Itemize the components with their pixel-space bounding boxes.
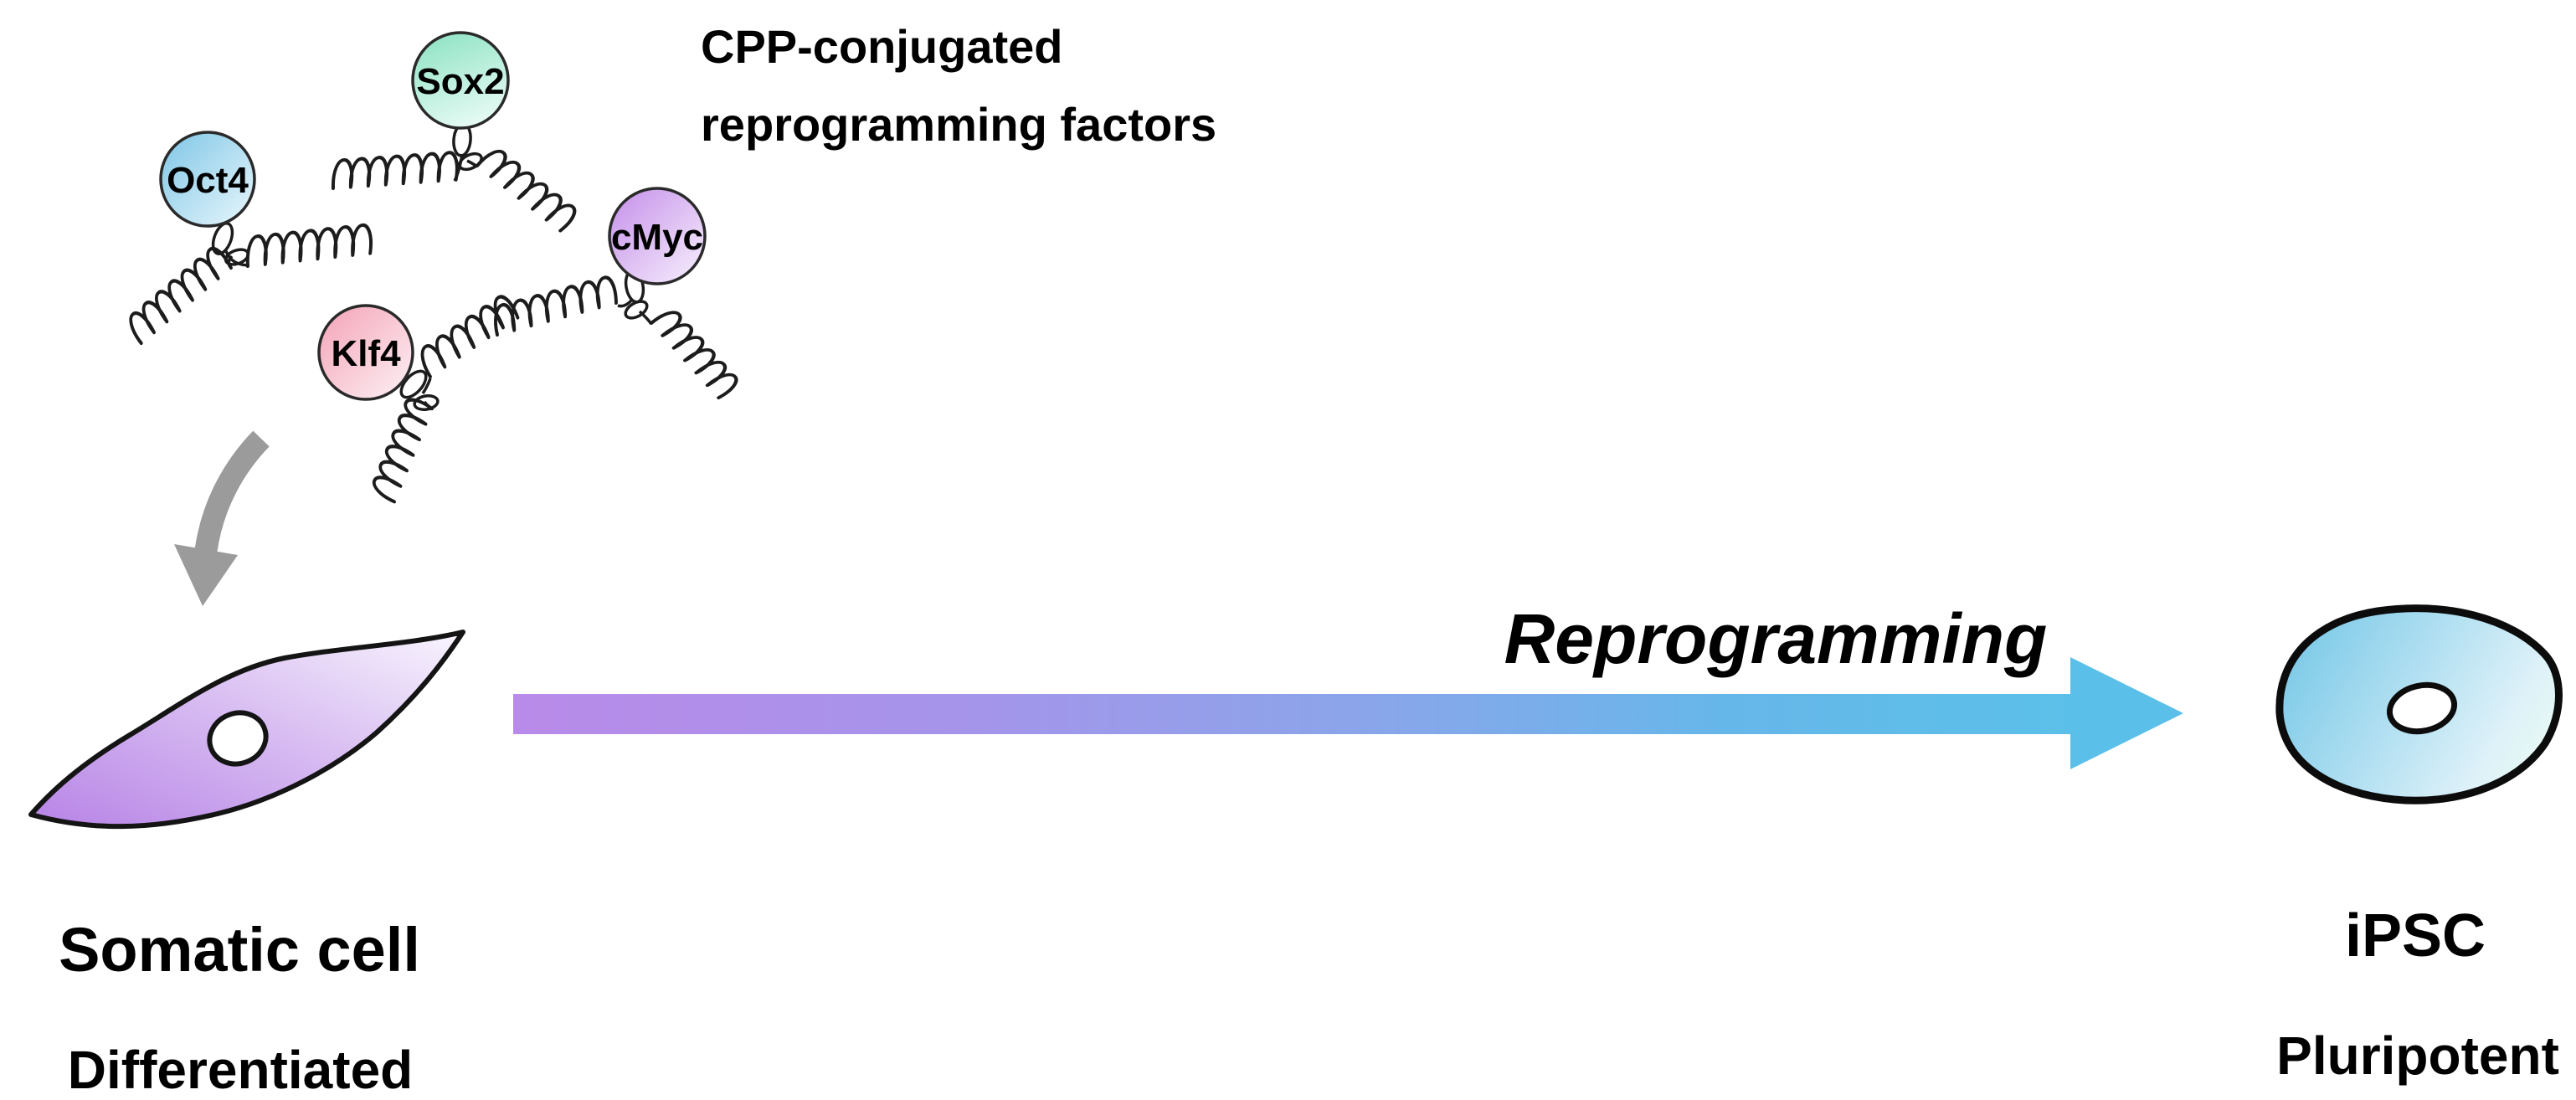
oct4-connector [224,250,249,270]
klf4-bubble [317,304,414,401]
cmyc-label: cMyc [611,217,703,258]
sox2-connector [453,153,479,182]
title-line-2: reprogramming factors [701,98,1216,151]
sox2-bubble [411,31,510,130]
process-label: Reprogramming [1504,599,2048,678]
somatic-state-label: Differentiated [68,1040,414,1100]
reprogramming-arrowhead-icon [2070,657,2183,769]
cpp-coils [129,150,738,504]
cpp-coil-icon [331,151,459,191]
cpp-coil-icon [372,398,434,504]
reprogramming-arrow-bar [513,694,2070,734]
klf4-curl-icon [413,394,440,411]
cpp-coil-icon [494,275,618,337]
klf4-connector [421,378,434,411]
klf4-link-icon [399,369,428,399]
reprogramming-arrow [513,657,2183,769]
ipsc-nucleus-icon [2386,681,2458,735]
cmyc-connector [617,298,653,326]
cpp-coil-icon [475,150,577,233]
delivery-arrow-icon [174,430,270,606]
cmyc-bubble [608,187,707,285]
sox2-label: Sox2 [416,61,504,102]
factor-cmyc: cMyc [608,187,707,285]
factor-klf4: Klf4 [317,304,414,401]
factor-oct4: Oct4 [159,131,256,228]
cpp-coil-icon [129,247,233,346]
cmyc-curl-icon [624,300,649,320]
klf4-label: Klf4 [331,333,401,374]
factor-sox2: Sox2 [411,31,510,130]
title-line-1: CPP-conjugated [701,20,1062,73]
oct4-label: Oct4 [167,160,249,201]
cpp-coil-icon [649,311,738,400]
ipsc-label: iPSC [2345,902,2486,969]
cpp-linkers [211,122,653,411]
oct4-link-icon [211,222,234,255]
cpp-coil-icon [245,223,373,269]
oct4-bubble [159,131,256,228]
cpp-coil-icon [420,295,520,379]
ipsc-cell-shape [2275,604,2563,804]
ipsc-state-label: Pluripotent [2276,1025,2559,1086]
somatic-cell-shape [28,630,465,830]
somatic-nucleus-icon [207,710,269,767]
somatic-cell-label: Somatic cell [59,915,420,984]
